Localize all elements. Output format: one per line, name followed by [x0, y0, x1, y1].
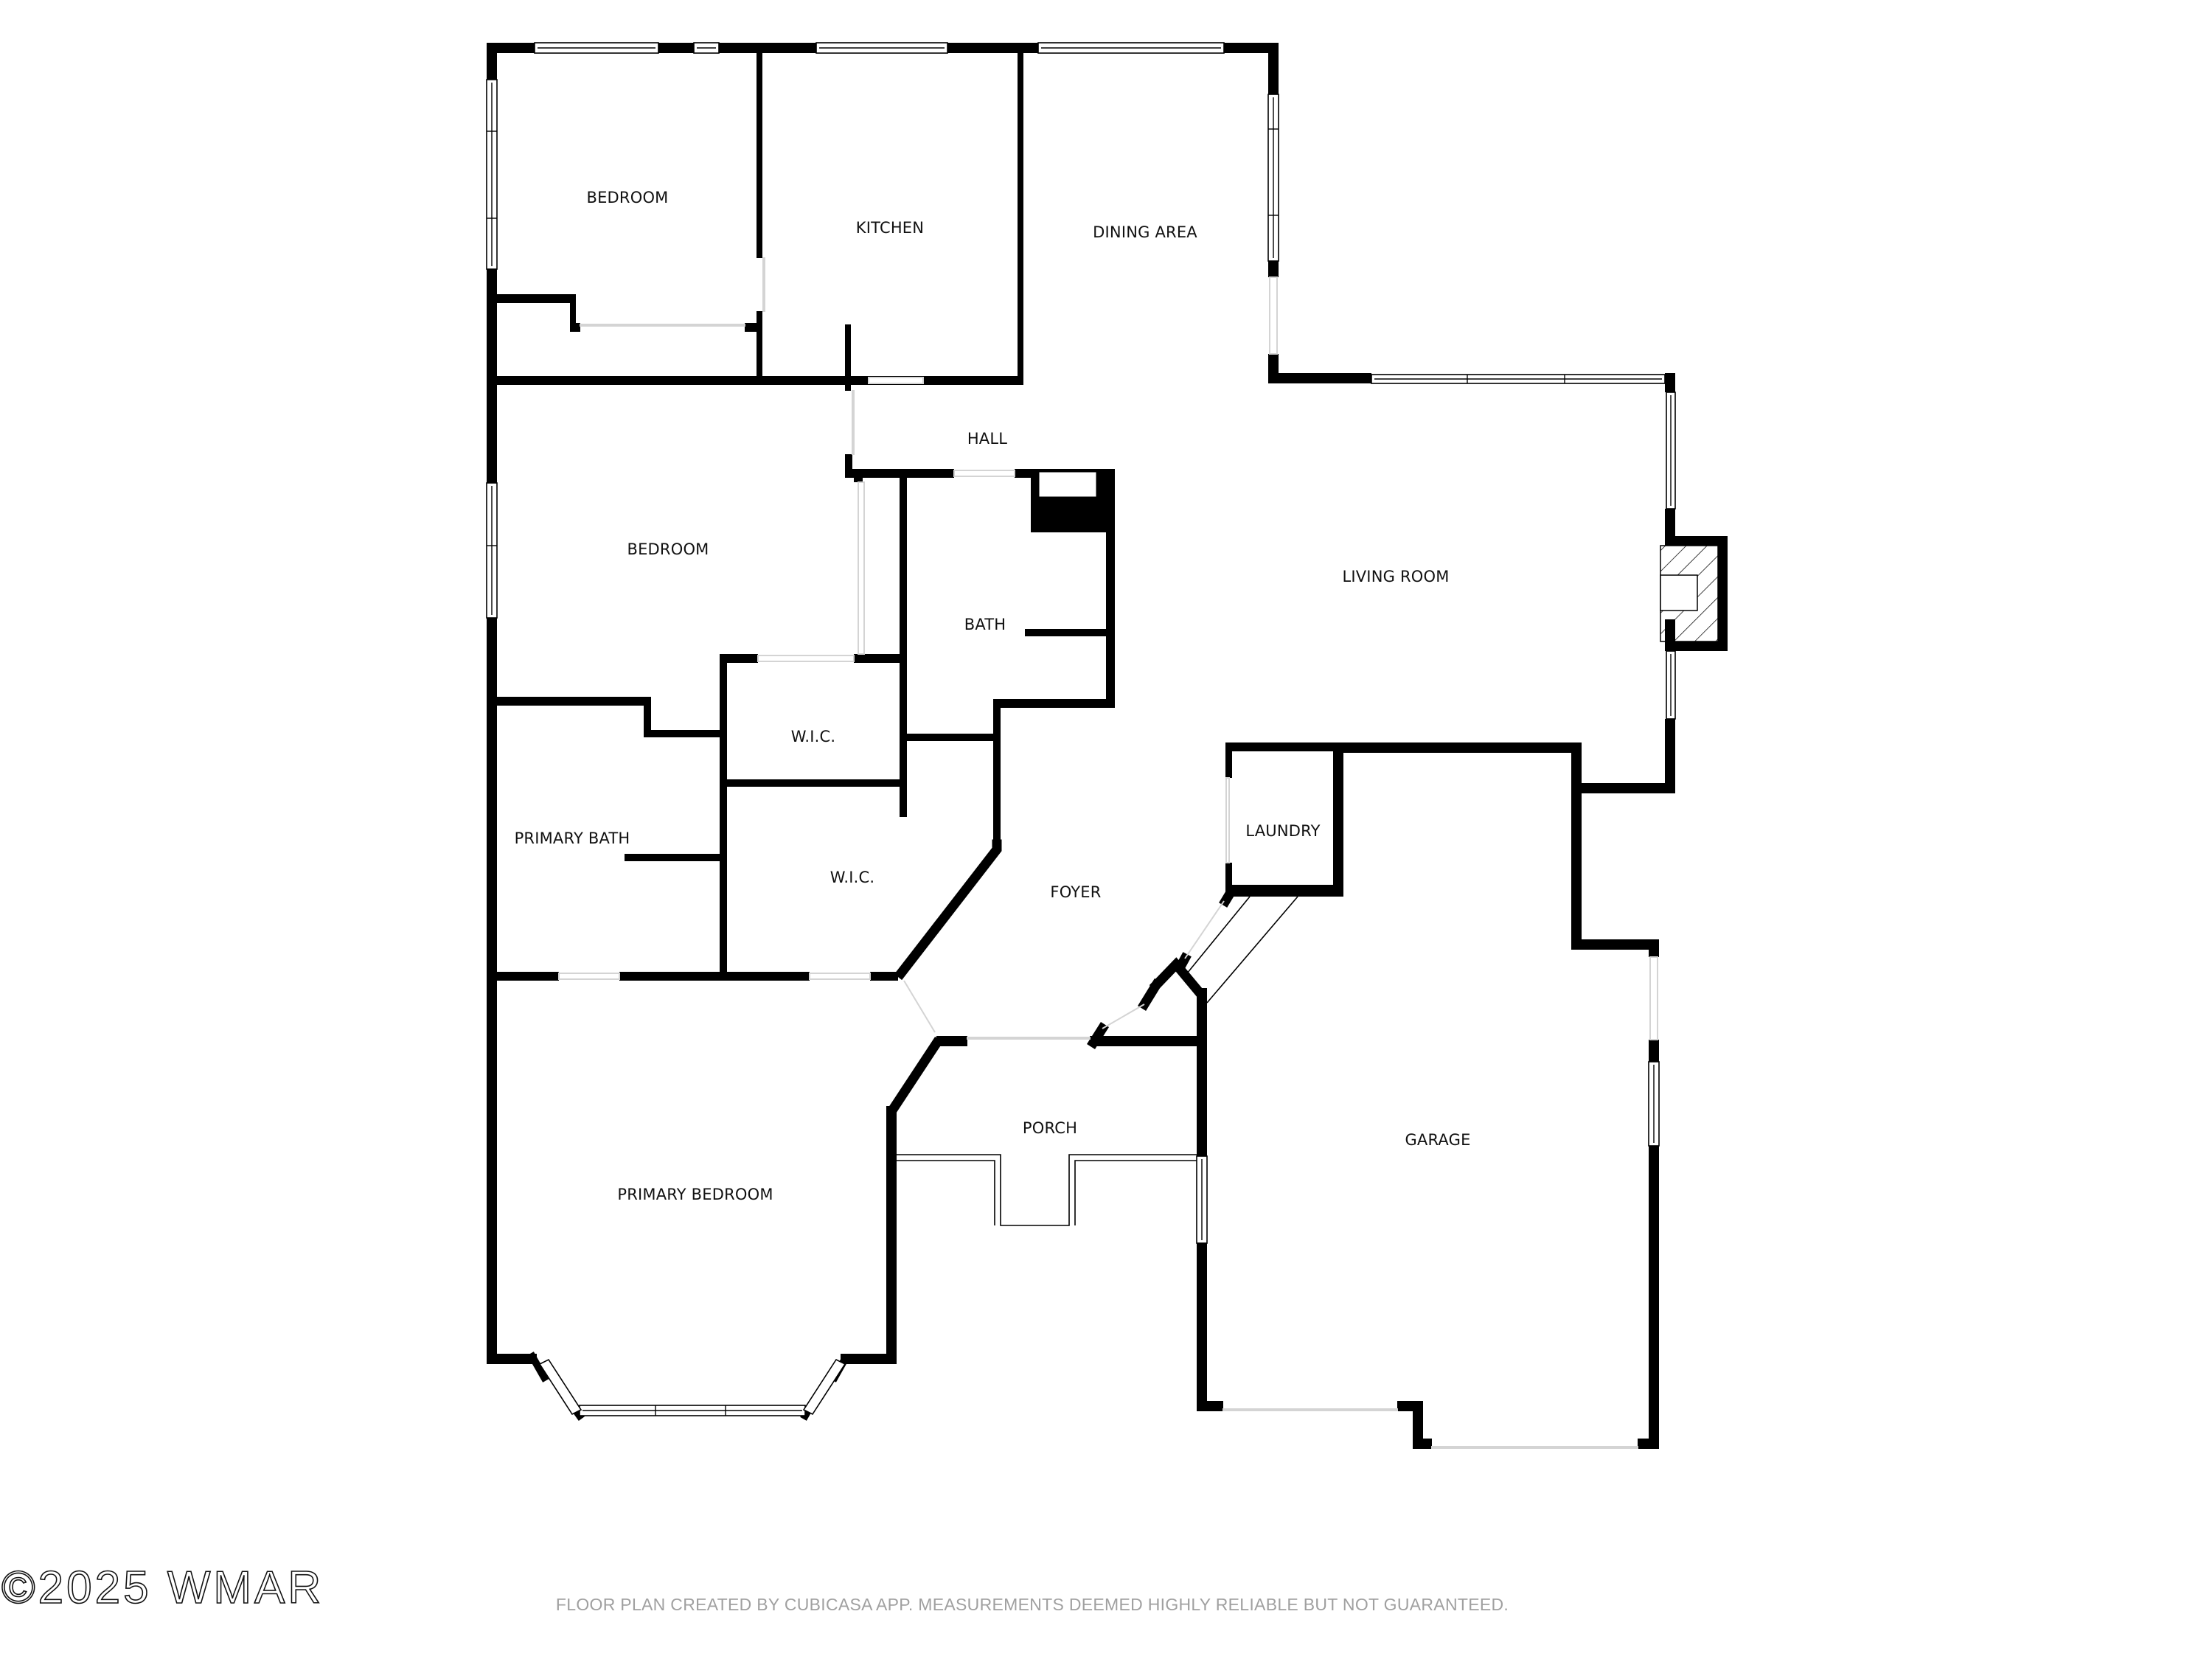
fireplace-icon: [1660, 545, 1719, 642]
room-label-hall: HALL: [967, 430, 1007, 448]
disclaimer-text: FLOOR PLAN CREATED BY CUBICASA APP. MEAS…: [0, 1595, 2212, 1615]
garage-steps: [1186, 896, 1298, 1004]
porch-outline: [897, 1154, 1197, 1226]
room-label-bedroom-2: BEDROOM: [627, 540, 709, 558]
room-label-wic-1: W.I.C.: [791, 728, 835, 745]
room-label-primary-bath: PRIMARY BATH: [515, 830, 630, 847]
disclaimer-label: FLOOR PLAN CREATED BY CUBICASA APP. MEAS…: [555, 1595, 1509, 1614]
room-label-kitchen: KITCHEN: [856, 219, 924, 237]
windows: [486, 42, 1676, 1416]
copyright-watermark: ©2025 WMAR: [1, 1562, 324, 1614]
room-label-primary-bedroom: PRIMARY BEDROOM: [617, 1186, 773, 1203]
room-labels: BEDROOM KITCHEN DINING AREA HALL BEDROOM…: [515, 189, 1471, 1203]
door-openings: [558, 257, 1638, 1449]
room-label-porch: PORCH: [1023, 1119, 1077, 1137]
bath-closet-inner: [1038, 471, 1097, 498]
room-label-wic-2: W.I.C.: [830, 869, 874, 886]
room-label-foyer: FOYER: [1050, 883, 1101, 901]
diagonal-walls: [527, 839, 1237, 1421]
room-label-dining-area: DINING AREA: [1093, 223, 1197, 241]
room-label-laundry: LAUNDRY: [1245, 822, 1320, 840]
walls: [487, 43, 1728, 1449]
room-label-bath: BATH: [964, 616, 1006, 633]
room-label-bedroom-1: BEDROOM: [586, 189, 668, 206]
room-label-garage: GARAGE: [1405, 1131, 1470, 1149]
room-label-living-room: LIVING ROOM: [1342, 568, 1449, 585]
